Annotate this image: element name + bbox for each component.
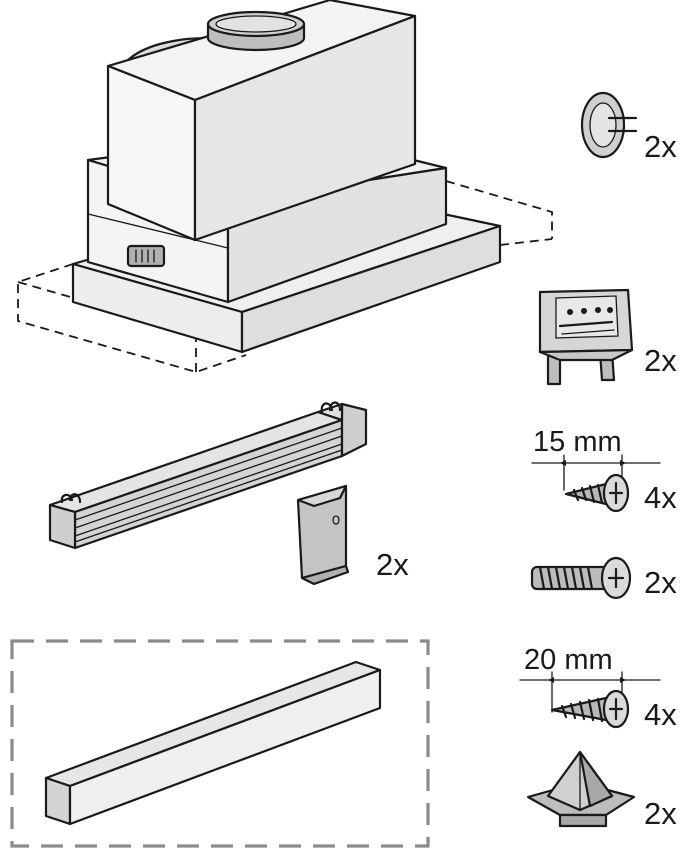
mounting-clip-qty: 2x (644, 343, 677, 378)
screw-20mm-length: 20 mm (524, 644, 613, 676)
screw-15mm-qty: 4x (644, 480, 677, 515)
duct-connector (206, 10, 306, 52)
bracket-qty: 2x (376, 547, 409, 582)
screw-15mm-part (531, 454, 661, 513)
mounting-clip-part (538, 288, 634, 386)
spacer-part (526, 750, 636, 828)
bolt-qty: 2x (644, 565, 677, 600)
screw-15mm-length: 15 mm (533, 426, 622, 458)
bracket-part (296, 484, 350, 586)
spacer-qty: 2x (644, 796, 677, 831)
wall-plug-qty: 2x (644, 129, 677, 164)
screw-20mm-qty: 4x (644, 697, 677, 732)
plug-connector-icon (126, 244, 166, 268)
bolt-part (530, 556, 632, 600)
screw-20mm-part (519, 671, 661, 729)
wall-plug-part (580, 91, 638, 159)
optional-strip-group (10, 639, 430, 848)
range-hood-unit (17, 0, 553, 373)
filter-rail-part (48, 401, 368, 550)
